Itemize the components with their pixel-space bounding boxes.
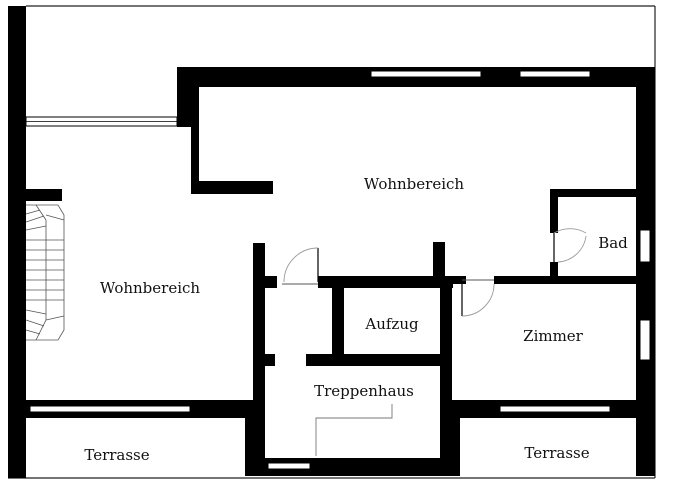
label-wohnbereich-oben: Wohnbereich [364, 175, 464, 193]
window-top-right [519, 70, 591, 78]
window-zimmer [639, 319, 651, 361]
door-core-top [282, 247, 319, 285]
label-terrasse-links: Terrasse [84, 446, 149, 464]
windows [25, 70, 651, 470]
label-aufzug: Aufzug [364, 315, 419, 333]
doors [282, 228, 587, 317]
label-zimmer: Zimmer [523, 327, 584, 345]
label-bad: Bad [598, 234, 628, 252]
room-labels: Wohnbereich Wohnbereich Bad Aufzug Zimme… [84, 175, 628, 464]
staircase [25, 204, 65, 341]
label-wohnbereich-links: Wohnbereich [100, 279, 200, 297]
label-treppenhaus: Treppenhaus [314, 382, 414, 400]
window-top-middle [370, 70, 482, 78]
window-terrasse-left [29, 405, 191, 413]
door-zimmer [461, 279, 495, 317]
door-bad [553, 228, 587, 263]
label-terrasse-rechts: Terrasse [524, 444, 589, 462]
window-treppenhaus [267, 462, 311, 470]
window-bad [639, 229, 651, 263]
window-terrasse-right [499, 405, 611, 413]
treppenhaus-steps [315, 404, 393, 456]
